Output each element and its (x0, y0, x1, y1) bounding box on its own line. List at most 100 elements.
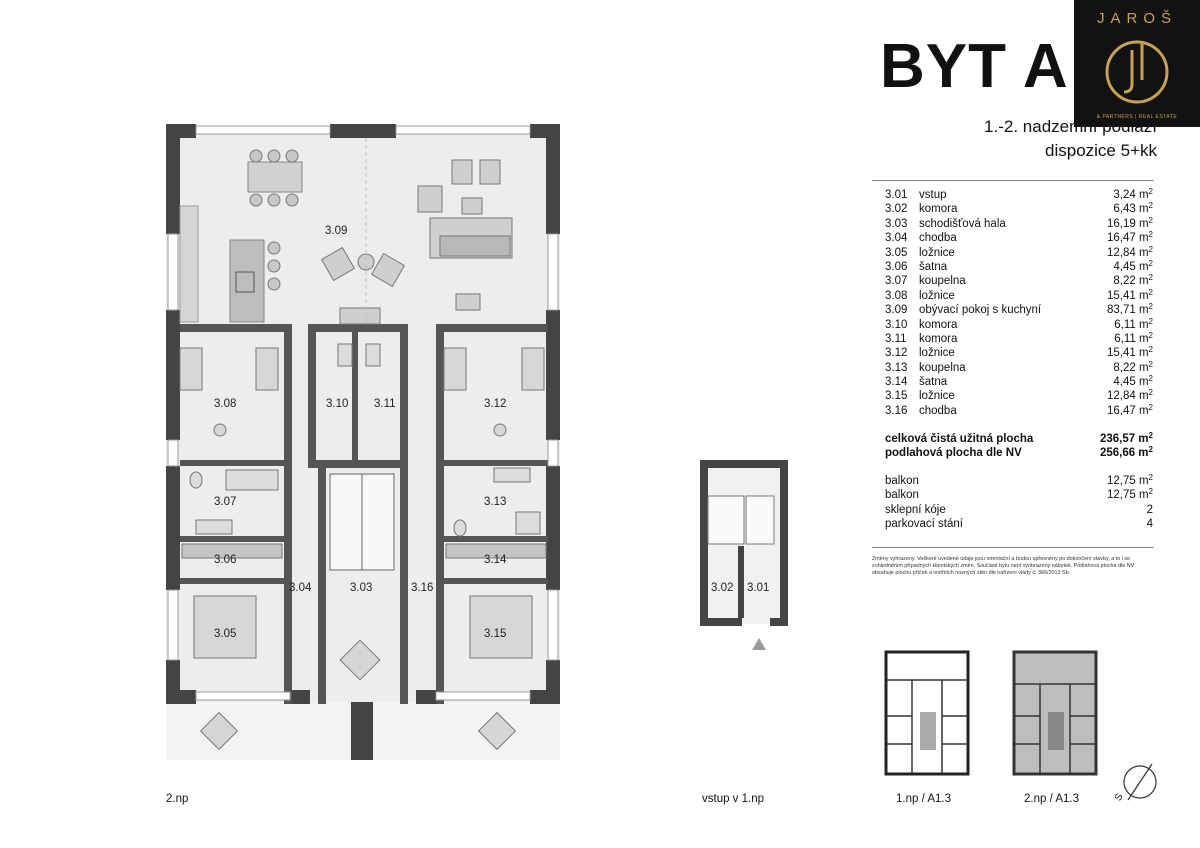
area-unit: 2 (1148, 258, 1153, 268)
logo-tagline: & PARTNERS | REAL ESTATE (1096, 114, 1178, 120)
room-number: 3.07 (885, 274, 919, 288)
logo-emblem-icon (1105, 40, 1169, 104)
room-name: komora (919, 332, 1114, 346)
room-area: 15,41 m2 (1106, 287, 1153, 303)
brand-logo: JAROŠ & PARTNERS | REAL ESTATE (1074, 0, 1200, 127)
room-area-text: 4,45 m (1113, 260, 1149, 273)
room-area: 4,45 m2 (1113, 258, 1153, 274)
room-area: 16,47 m2 (1107, 402, 1153, 418)
room-area-text: 3,24 m (1113, 189, 1149, 201)
area-unit: 2 (1148, 487, 1153, 497)
room-area-text: 83,71 m (1106, 304, 1149, 317)
room-area-text: 15,41 m (1106, 289, 1149, 302)
room-area: 16,19 m2 (1106, 215, 1153, 231)
area-unit: 2 (1148, 215, 1153, 225)
room-number-text: 3.07 (885, 275, 908, 288)
caption-main: 2.np (166, 793, 189, 805)
key-plan-1np (884, 650, 970, 776)
room-row: 3.14 šatna 4,45 m2 (885, 375, 1153, 389)
logo-name: JAROŠ (1096, 10, 1177, 27)
room-number-text: 3.08 (885, 289, 908, 302)
room-name: šatna (919, 260, 1113, 274)
room-number: 3.13 (885, 361, 919, 375)
room-number: 3.04 (885, 231, 919, 245)
extra-value: 4 (1147, 517, 1153, 531)
room-number: 3.11 (885, 332, 919, 346)
room-label-303: 3.03 (350, 582, 373, 594)
room-number-text: 3.14 (885, 376, 908, 389)
room-label-311: 3.11 (374, 398, 396, 410)
room-area: 6,11 m2 (1114, 317, 1153, 332)
area-unit: 2 (1148, 473, 1153, 482)
extra-name: balkon (885, 474, 1107, 488)
windows (167, 125, 559, 701)
room-name-text: ložnice (919, 347, 955, 360)
room-number-text: 3.11 (885, 332, 907, 345)
room-area-text: 8,22 m (1113, 361, 1149, 374)
room-label-306: 3.06 (214, 554, 237, 566)
subtitle-layout: dispozice 5+kk (1045, 141, 1157, 160)
room-name: koupelna (919, 361, 1113, 375)
room-name-text: ložnice (919, 289, 955, 302)
room-name-text: komora (919, 332, 958, 345)
room-number: 3.12 (885, 346, 919, 360)
room-name: schodišťová hala (919, 217, 1107, 231)
living-furniture (320, 159, 513, 325)
room-name: obývací pokoj s kuchyní (919, 303, 1107, 317)
room-number: 3.05 (885, 246, 919, 260)
room-name-text: vstup (919, 189, 947, 201)
room-number-text: 3.01 (885, 189, 908, 201)
room-name-text: koupelna (919, 361, 966, 374)
room-number-text: 3.13 (885, 361, 908, 374)
room-label-314: 3.14 (484, 554, 507, 566)
extra-value: 12,75 m2 (1107, 488, 1153, 502)
room-label-305: 3.05 (214, 628, 237, 640)
room-area-text: 8,22 m (1113, 275, 1149, 288)
area-unit: 2 (1148, 388, 1153, 398)
extra-value: 12,75 m2 (1107, 474, 1153, 488)
room-name: chodba (919, 231, 1107, 245)
room-area: 12,84 m2 (1107, 389, 1153, 403)
room-number: 3.08 (885, 289, 919, 303)
room-area-text: 6,11 m (1114, 332, 1149, 345)
room-name: chodba (919, 404, 1107, 418)
room-name-text: šatna (919, 376, 948, 389)
extra-name-text: parkovací stání (885, 518, 963, 531)
area-unit: 2 (1148, 402, 1153, 412)
room-number-text: 3.05 (885, 246, 908, 259)
room-name: vstup (919, 188, 1113, 202)
room-number-text: 3.10 (885, 318, 908, 331)
area-unit: 2 (1148, 287, 1153, 297)
room-area-text: 16,19 m (1106, 217, 1149, 230)
main-floor-plan (166, 124, 560, 760)
room-name-text: obývací pokoj s kuchyní (919, 304, 1042, 317)
room-area: 6,43 m2 (1113, 202, 1153, 216)
room-area: 6,11 m2 (1114, 331, 1153, 346)
room-name-text: schodišťová hala (919, 217, 1006, 230)
room-name: ložnice (919, 346, 1107, 360)
room-name-text: ložnice (919, 246, 955, 259)
room-name: šatna (919, 375, 1113, 389)
area-unit: 2 (1148, 302, 1153, 312)
entry-arrow-icon (752, 638, 766, 650)
room-number: 3.15 (885, 389, 919, 403)
room-area: 4,45 m2 (1113, 375, 1153, 389)
room-area-text: 4,45 m (1113, 376, 1149, 389)
extra-value-text: 2 (1146, 503, 1153, 516)
extra-value-text: 12,75 m (1106, 489, 1149, 502)
area-unit: 2 (1148, 445, 1153, 455)
key-plan-2np (1012, 650, 1098, 776)
room-area-text: 6,11 m (1114, 318, 1149, 331)
extra-name-text: sklepní kóje (885, 503, 946, 516)
extra-value: 2 (1147, 503, 1153, 517)
